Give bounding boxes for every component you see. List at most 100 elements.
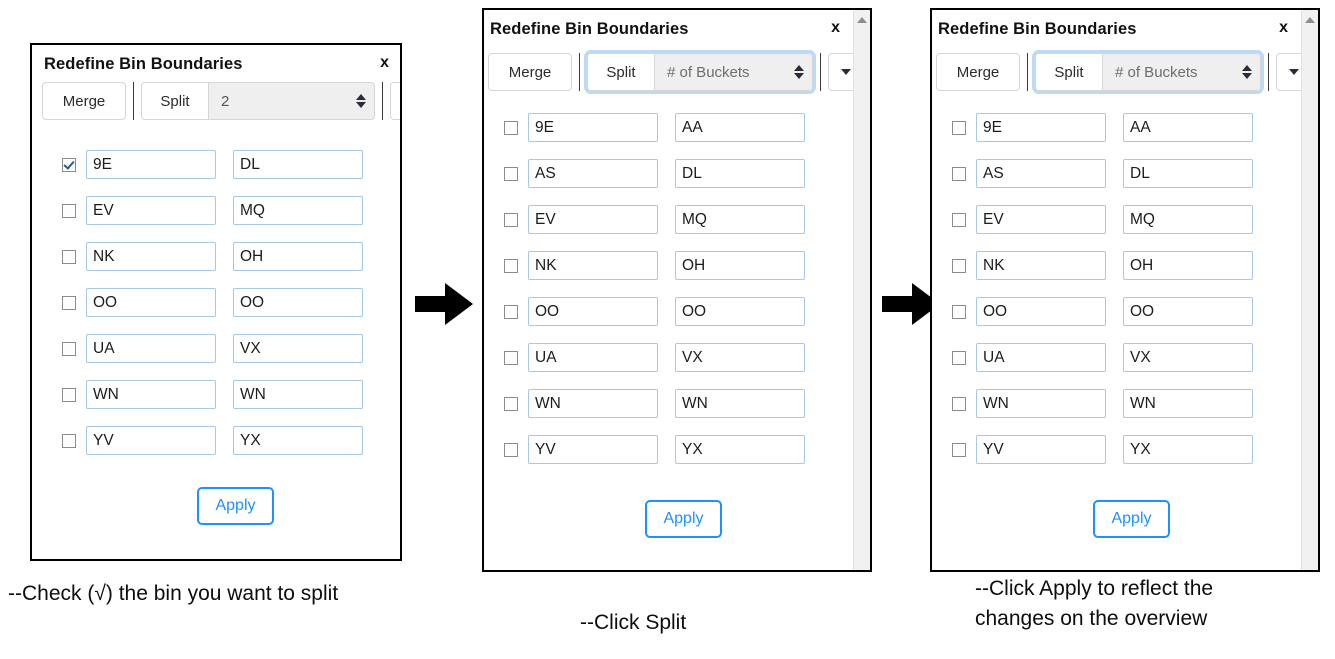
bin-select-checkbox[interactable] <box>952 212 966 227</box>
bin-select-checkbox[interactable] <box>504 442 518 457</box>
bin-lower-bound-input[interactable]: 9E <box>528 113 658 142</box>
scroll-up-arrow-icon[interactable] <box>857 17 867 23</box>
bin-lower-bound-input[interactable]: WN <box>86 380 216 409</box>
close-icon[interactable]: x <box>380 54 389 71</box>
bin-select-checkbox[interactable] <box>62 387 76 402</box>
bin-lower-bound-input[interactable]: OO <box>528 297 658 326</box>
bin-upper-bound-input[interactable]: VX <box>675 343 805 372</box>
bin-lower-bound-input[interactable]: YV <box>528 435 658 464</box>
stepper-arrows-icon[interactable] <box>356 94 366 108</box>
bin-lower-bound-input[interactable]: UA <box>86 334 216 363</box>
bin-lower-bound-input[interactable]: OO <box>976 297 1106 326</box>
bin-upper-bound-input[interactable]: OH <box>233 242 363 271</box>
bin-lower-bound-input[interactable]: EV <box>86 196 216 225</box>
bin-select-checkbox[interactable] <box>62 249 76 264</box>
bin-select-checkbox[interactable] <box>62 157 76 172</box>
bin-lower-bound-input[interactable]: NK <box>976 251 1106 280</box>
bin-select-checkbox[interactable] <box>62 341 76 356</box>
page-title: Redefine Bin Boundaries <box>490 20 689 38</box>
bin-upper-bound-input[interactable]: WN <box>233 380 363 409</box>
buckets-stepper[interactable]: # of Buckets <box>655 53 813 91</box>
bin-lower-bound-input[interactable]: WN <box>976 389 1106 418</box>
close-icon[interactable]: x <box>1279 19 1288 36</box>
merge-button[interactable]: Merge <box>42 82 126 120</box>
buckets-stepper[interactable]: # of Buckets <box>1103 53 1261 91</box>
bin-upper-bound-input[interactable]: AA <box>1123 113 1253 142</box>
bin-lower-bound-input[interactable]: YV <box>976 435 1106 464</box>
merge-button[interactable]: Merge <box>488 53 572 91</box>
bin-upper-bound-input[interactable]: OH <box>675 251 805 280</box>
bin-upper-bound-input[interactable]: YX <box>1123 435 1253 464</box>
bin-upper-bound-input[interactable]: DL <box>675 159 805 188</box>
bin-lower-bound-input[interactable]: 9E <box>976 113 1106 142</box>
bin-upper-bound-input[interactable]: WN <box>675 389 805 418</box>
bin-upper-bound-input[interactable]: OO <box>233 288 363 317</box>
chevron-down-icon <box>841 69 851 75</box>
bin-lower-bound-input[interactable]: OO <box>86 288 216 317</box>
bin-upper-bound-input[interactable]: VX <box>1123 343 1253 372</box>
bin-upper-bound-input[interactable]: DL <box>233 150 363 179</box>
bin-select-checkbox[interactable] <box>952 350 966 365</box>
bin-select-checkbox[interactable] <box>504 212 518 227</box>
bin-upper-bound-input[interactable]: AA <box>675 113 805 142</box>
more-options-button[interactable] <box>390 82 400 120</box>
vertical-scrollbar[interactable] <box>853 10 870 570</box>
bin-select-checkbox[interactable] <box>62 433 76 448</box>
bin-lower-bound-input[interactable]: YV <box>86 426 216 455</box>
split-button[interactable]: Split <box>1035 53 1103 91</box>
bin-upper-bound-input[interactable]: MQ <box>233 196 363 225</box>
bin-select-checkbox[interactable] <box>62 295 76 310</box>
bin-upper-bound-input[interactable]: WN <box>1123 389 1253 418</box>
apply-button[interactable]: Apply <box>645 500 722 538</box>
bin-select-checkbox[interactable] <box>952 442 966 457</box>
bin-lower-bound-input[interactable]: WN <box>528 389 658 418</box>
bin-upper-bound-input[interactable]: MQ <box>1123 205 1253 234</box>
split-button[interactable]: Split <box>587 53 655 91</box>
bin-select-checkbox[interactable] <box>504 120 518 135</box>
bin-lower-bound-input[interactable]: UA <box>528 343 658 372</box>
bin-lower-bound-input[interactable]: AS <box>976 159 1106 188</box>
apply-button[interactable]: Apply <box>197 487 274 525</box>
split-button[interactable]: Split <box>141 82 209 120</box>
bin-select-checkbox[interactable] <box>504 396 518 411</box>
close-icon[interactable]: x <box>831 19 840 36</box>
bin-select-checkbox[interactable] <box>952 166 966 181</box>
merge-button[interactable]: Merge <box>936 53 1020 91</box>
bin-upper-bound-input[interactable]: MQ <box>675 205 805 234</box>
bin-upper-bound-input[interactable]: OO <box>675 297 805 326</box>
vertical-scrollbar[interactable] <box>1301 10 1318 570</box>
bin-lower-bound-input[interactable]: EV <box>528 205 658 234</box>
bin-upper-bound-input[interactable]: YX <box>675 435 805 464</box>
bin-select-checkbox[interactable] <box>952 396 966 411</box>
buckets-value: # of Buckets <box>667 63 750 81</box>
bin-lower-bound-input[interactable]: NK <box>86 242 216 271</box>
bin-select-checkbox[interactable] <box>504 258 518 273</box>
bin-upper-bound-input[interactable]: VX <box>233 334 363 363</box>
scroll-up-arrow-icon[interactable] <box>1305 17 1315 23</box>
bin-select-checkbox[interactable] <box>952 258 966 273</box>
apply-button[interactable]: Apply <box>1093 500 1170 538</box>
table-row: OO OO <box>62 288 363 317</box>
bin-lower-bound-input[interactable]: EV <box>976 205 1106 234</box>
stepper-arrows-icon[interactable] <box>1242 65 1252 79</box>
split-control-group: Split # of Buckets <box>587 53 813 91</box>
stepper-arrows-icon[interactable] <box>794 65 804 79</box>
bin-select-checkbox[interactable] <box>952 304 966 319</box>
bin-lower-bound-input[interactable]: UA <box>976 343 1106 372</box>
bin-upper-bound-input[interactable]: OO <box>1123 297 1253 326</box>
bin-select-checkbox[interactable] <box>62 203 76 218</box>
bin-lower-bound-input[interactable]: 9E <box>86 150 216 179</box>
table-row: EV MQ <box>504 205 805 234</box>
bin-select-checkbox[interactable] <box>504 350 518 365</box>
bin-select-checkbox[interactable] <box>504 304 518 319</box>
bin-upper-bound-input[interactable]: YX <box>233 426 363 455</box>
buckets-stepper[interactable]: 2 <box>209 82 375 120</box>
bin-lower-bound-input[interactable]: NK <box>528 251 658 280</box>
table-row: 9E DL <box>62 150 363 179</box>
bin-upper-bound-input[interactable]: DL <box>1123 159 1253 188</box>
bin-select-checkbox[interactable] <box>952 120 966 135</box>
bin-lower-bound-input[interactable]: AS <box>528 159 658 188</box>
panel-redefine-bin-boundaries-after-split: Redefine Bin Boundaries x Merge Split # … <box>482 8 872 572</box>
bin-upper-bound-input[interactable]: OH <box>1123 251 1253 280</box>
bin-select-checkbox[interactable] <box>504 166 518 181</box>
